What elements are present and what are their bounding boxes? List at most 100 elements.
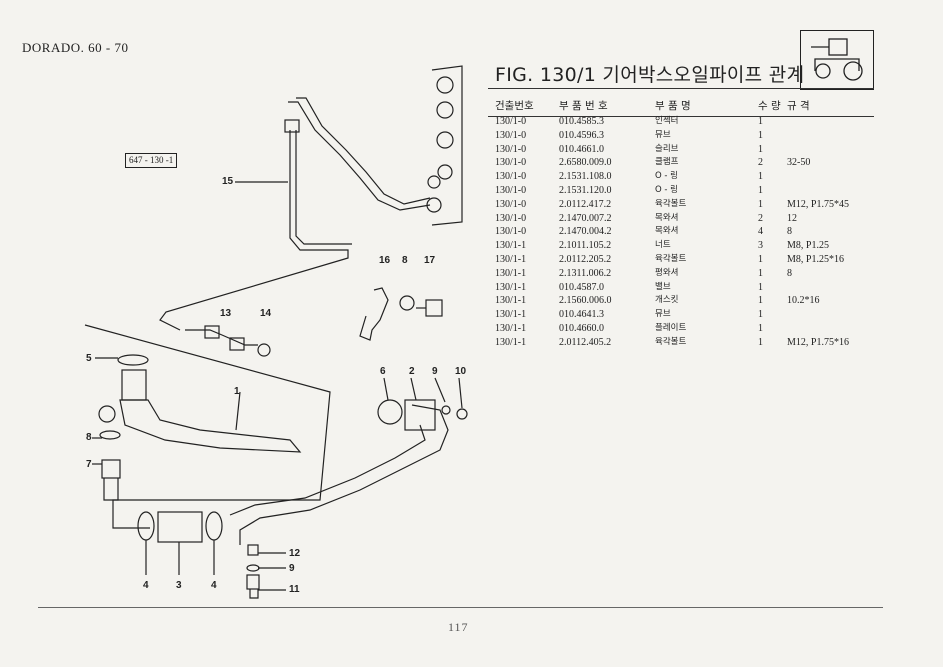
cell-part-name: 플레이트 xyxy=(655,322,687,333)
cell-part-no: 010.4661.0 xyxy=(559,143,604,155)
cell-drawing-no: 130/1-0 xyxy=(495,184,527,196)
table-row: 130/1-0 2.1531.120.0 O - 링 1 xyxy=(495,184,883,198)
cell-part-name: 뮤브 xyxy=(655,129,671,140)
table-header-row: 건출번호 부 품 번 호 부 품 명 수 량 규 격 xyxy=(495,96,883,115)
cell-spec: 12 xyxy=(787,212,797,224)
cell-drawing-no: 130/1-1 xyxy=(495,240,527,252)
cell-drawing-no: 130/1-1 xyxy=(495,267,527,279)
cell-quantity: 1 xyxy=(758,171,763,183)
cell-part-no: 2.0112.417.2 xyxy=(559,198,612,210)
cell-part-name: 너트 xyxy=(655,240,671,251)
cell-drawing-no: 130/1-0 xyxy=(495,226,527,238)
page-number: 117 xyxy=(448,620,469,634)
cell-quantity: 2 xyxy=(758,212,763,224)
cell-spec: M12, P1.75*45 xyxy=(787,198,849,210)
cell-quantity: 1 xyxy=(758,129,763,141)
cell-spec: 32-50 xyxy=(787,157,811,169)
cell-part-no: 010.4660.0 xyxy=(559,322,604,334)
cell-drawing-no: 130/1-1 xyxy=(495,309,527,321)
cell-part-no: 2.1470.007.2 xyxy=(559,212,612,224)
cell-spec: 10.2*16 xyxy=(787,295,820,307)
cell-part-name: 클램프 xyxy=(655,157,679,168)
parts-table: 건출번호 부 품 번 호 부 품 명 수 량 규 격 130/1-0 010.45… xyxy=(495,96,883,350)
cell-quantity: 1 xyxy=(758,253,763,265)
cell-part-name: 목와셔 xyxy=(655,226,679,237)
callout-label: 15 xyxy=(222,176,234,187)
cell-part-no: 2.0112.205.2 xyxy=(559,253,612,265)
title-rule xyxy=(488,88,874,89)
header-rule xyxy=(488,116,874,117)
table-row: 130/1-1 010.4660.0 플레이트 1 xyxy=(495,322,883,336)
cell-part-no: 2.6580.009.0 xyxy=(559,157,612,169)
cell-part-no: 010.4587.0 xyxy=(559,281,604,293)
cell-drawing-no: 130/1-1 xyxy=(495,336,527,348)
cell-part-no: 2.1560.006.0 xyxy=(559,295,612,307)
callout-label: 17 xyxy=(424,255,436,266)
callout-label: 6 xyxy=(380,366,386,377)
cell-spec: M8, P1.25*16 xyxy=(787,253,844,265)
cell-spec: 8 xyxy=(787,226,792,238)
callout-label: 7 xyxy=(86,459,92,470)
cell-part-no: 2.1011.105.2 xyxy=(559,240,612,252)
model-label: DORADO. 60 - 70 xyxy=(22,40,129,55)
cell-quantity: 1 xyxy=(758,184,763,196)
cell-part-name: 목와셔 xyxy=(655,212,679,223)
cell-part-name: 슬리브 xyxy=(655,143,679,154)
cell-drawing-no: 130/1-0 xyxy=(495,116,527,127)
cell-drawing-no: 130/1-1 xyxy=(495,253,527,265)
callout-label: 4 xyxy=(143,580,149,591)
callout-label: 4 xyxy=(211,580,217,591)
cell-quantity: 1 xyxy=(758,116,763,127)
callout-label: 16 xyxy=(379,255,391,266)
cell-part-no: 2.0112.405.2 xyxy=(559,336,612,348)
callout-label: 3 xyxy=(176,580,182,591)
cell-drawing-no: 130/1-1 xyxy=(495,281,527,293)
cell-part-name: 밸브 xyxy=(655,281,671,292)
cell-part-no: 010.4585.3 xyxy=(559,116,604,127)
cell-part-name: 인젝터 xyxy=(655,116,679,126)
cell-part-no: 2.1470.004.2 xyxy=(559,226,612,238)
cell-part-no: 010.4641.3 xyxy=(559,309,604,321)
col-header-spec: 규 격 xyxy=(787,100,810,112)
cell-spec: 8 xyxy=(787,267,792,279)
cell-quantity: 1 xyxy=(758,309,763,321)
cell-drawing-no: 130/1-1 xyxy=(495,322,527,334)
cell-drawing-no: 130/1-0 xyxy=(495,212,527,224)
cell-drawing-no: 130/1-0 xyxy=(495,157,527,169)
cell-part-no: 010.4596.3 xyxy=(559,129,604,141)
cell-drawing-no: 130/1-0 xyxy=(495,198,527,210)
cell-part-name: O - 링 xyxy=(655,171,678,182)
cell-part-name: O - 링 xyxy=(655,184,678,195)
cell-quantity: 1 xyxy=(758,143,763,155)
cell-spec: M12, P1.75*16 xyxy=(787,336,849,348)
callout-label: 10 xyxy=(455,366,467,377)
cell-part-no: 2.1531.108.0 xyxy=(559,171,612,183)
col-header-drawing-no: 건출번호 xyxy=(495,100,534,112)
table-row: 130/1-0 2.1531.108.0 O - 링 1 xyxy=(495,170,883,184)
cell-part-no: 2.1531.120.0 xyxy=(559,184,612,196)
cell-part-name: 평와셔 xyxy=(655,267,679,278)
reference-box: 647 - 130 -1 xyxy=(125,153,178,168)
callout-label: 11 xyxy=(289,584,300,595)
cell-quantity: 4 xyxy=(758,226,763,238)
cell-quantity: 1 xyxy=(758,322,763,334)
cell-drawing-no: 130/1-0 xyxy=(495,171,527,183)
tractor-icon-box xyxy=(800,30,874,90)
cell-quantity: 1 xyxy=(758,267,763,279)
callout-label: 8 xyxy=(402,255,408,266)
table-row: 130/1-0 2.1470.007.2 목와셔 2 12 xyxy=(495,212,883,226)
cell-part-name: 육각볼트 xyxy=(655,336,687,347)
col-header-part-no: 부 품 번 호 xyxy=(559,100,608,112)
